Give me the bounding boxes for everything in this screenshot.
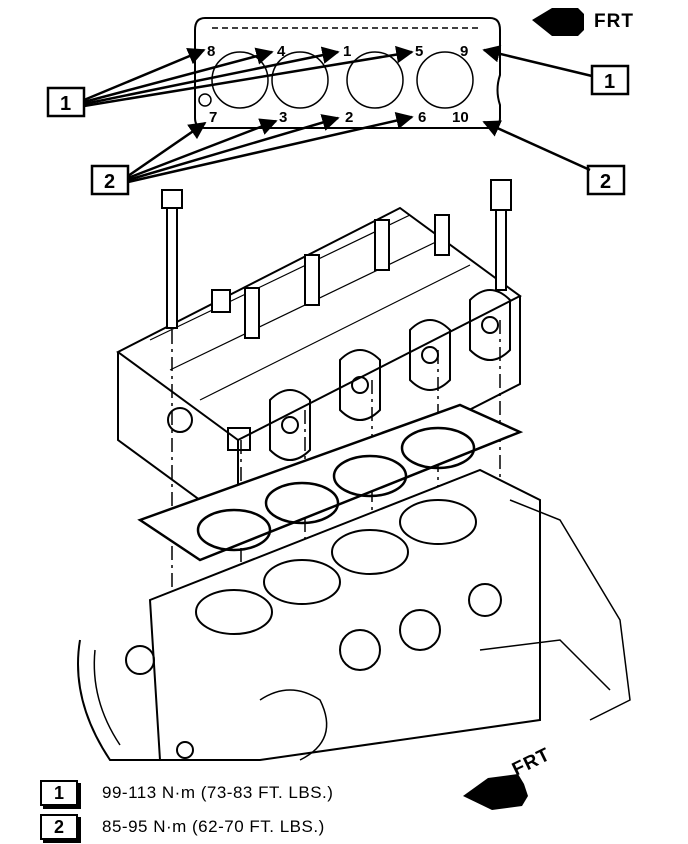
bolt-number: 4: [277, 43, 286, 60]
arrow-left-icon: [463, 774, 528, 810]
svg-text:1: 1: [60, 93, 71, 115]
legend-number-2: 2: [40, 814, 78, 840]
bolt-number: 1: [343, 43, 351, 60]
frt-arrow-top: FRT: [532, 8, 634, 36]
callout-left-2: 2: [90, 164, 130, 196]
legend-row-2: 2 85-95 N·m (62-70 FT. LBS.): [40, 812, 460, 842]
frt-label-bottom: FRT: [509, 744, 554, 780]
callout-left-1: 1: [46, 86, 86, 118]
legend-text-2: 85-95 N·m (62-70 FT. LBS.): [102, 817, 325, 836]
bolt-number: 2: [345, 109, 353, 126]
legend-row-1: 1 99-113 N·m (73-83 FT. LBS.): [40, 778, 460, 808]
bolt-number: 10: [452, 109, 469, 126]
svg-text:2: 2: [600, 171, 611, 193]
bolt-number: 5: [415, 43, 423, 60]
svg-text:1: 1: [604, 71, 615, 93]
svg-text:2: 2: [104, 171, 115, 193]
head-bolts: [161, 179, 512, 339]
head-gasket: [137, 403, 524, 562]
leader-lines: [83, 45, 593, 184]
bolt-number: 8: [207, 43, 215, 60]
bolt-number: 3: [279, 109, 287, 126]
bolt-sequence-lower: 7 3 2 6 10: [209, 109, 469, 126]
arrow-left-icon: [532, 8, 584, 36]
bolt-sequence-upper: 8 4 1 5 9: [207, 43, 468, 60]
frt-label-top: FRT: [594, 11, 634, 32]
bolt-number: 6: [418, 109, 426, 126]
engine-block: [77, 468, 631, 761]
bolt-number: 7: [209, 109, 217, 126]
bolt-number: 9: [460, 43, 468, 60]
callout-right-1: 1: [590, 64, 630, 96]
legend-number-1: 1: [40, 780, 78, 806]
frt-arrow-bottom: FRT: [463, 744, 554, 810]
legend-text-1: 99-113 N·m (73-83 FT. LBS.): [102, 783, 334, 802]
callout-right-2: 2: [586, 164, 626, 196]
